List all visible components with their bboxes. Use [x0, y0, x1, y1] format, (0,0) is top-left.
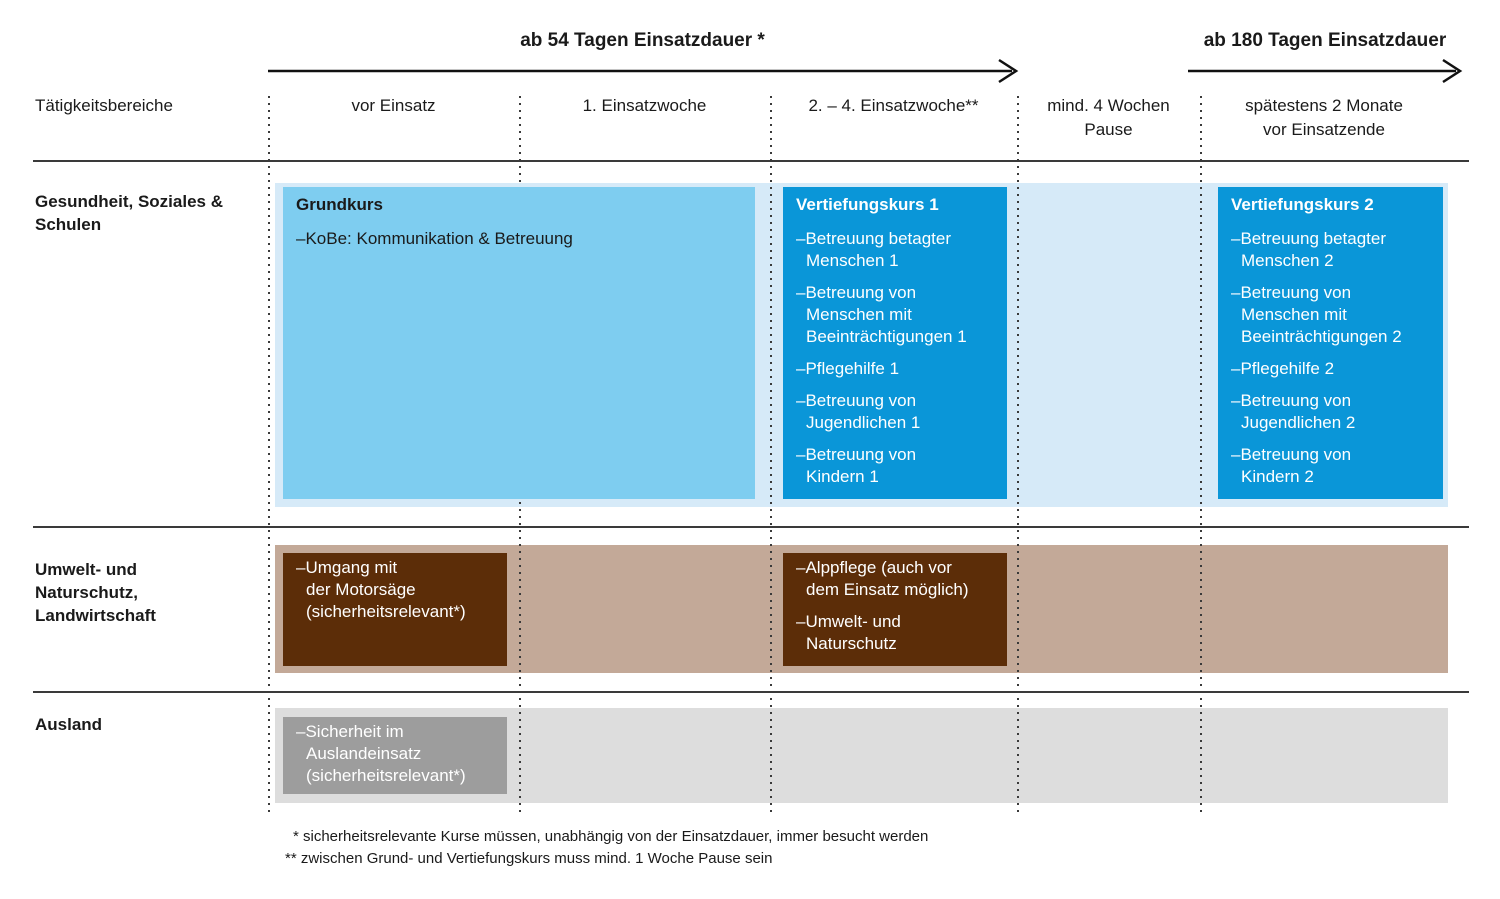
column-header-vor-einsatzende: spätestens 2 Monate vor Einsatzende [1245, 96, 1403, 139]
course-list: –Alppflege (auch vor dem Einsatz möglich… [796, 557, 997, 655]
arrow-1-title: ab 54 Tagen Einsatzdauer * [520, 30, 765, 51]
box-sicherheit-ausland: –Sicherheit im Auslandeinsatz (sicherhei… [283, 717, 507, 794]
column-divider-dotted-line-4 [1017, 96, 1019, 812]
course-item: –Betreuung von Kindern 1 [796, 445, 917, 486]
box-title-vertiefungskurs-2: Vertiefungskurs 2 [1231, 195, 1374, 214]
footnotes: * sicherheitsrelevante Kurse müssen, una… [285, 826, 928, 870]
column-header-pause: mind. 4 Wochen Pause [1047, 96, 1170, 139]
row-label-umwelt: Umwelt- und Naturschutz, Landwirtschaft [35, 560, 156, 625]
column-header-2-4-einsatzwoche: 2. – 4. Einsatzwoche** [808, 96, 979, 115]
course-item: –Umgang mit der Motorsäge (sicherheitsre… [296, 558, 466, 621]
box-grundkurs: Grundkurs –KoBe: Kommunikation & Betreuu… [283, 187, 755, 499]
column-divider-dotted-line-1 [268, 96, 270, 812]
timeline-arrows [268, 58, 1463, 84]
box-title-vertiefungskurs-1: Vertiefungskurs 1 [796, 195, 939, 214]
course-item: –Pflegehilfe 2 [1231, 359, 1335, 378]
course-item: –Betreuung von Menschen mit Beeinträchti… [796, 283, 967, 346]
course-item: –Betreuung betagter Menschen 2 [1231, 229, 1387, 270]
course-item: –Betreuung von Menschen mit Beeinträchti… [1231, 283, 1402, 346]
course-item: –Betreuung von Jugendlichen 1 [796, 391, 921, 432]
box-vertiefungskurs-1: Vertiefungskurs 1 –Betreuung betagter Me… [783, 187, 1007, 499]
column-divider-dotted-line-3 [770, 96, 772, 812]
column-divider-dotted-line-5 [1200, 96, 1202, 812]
row-label-ausland: Ausland [35, 715, 103, 734]
arrow-2-title: ab 180 Tagen Einsatzdauer [1203, 30, 1447, 51]
course-list: –KoBe: Kommunikation & Betreuung [296, 228, 745, 250]
course-list: –Sicherheit im Auslandeinsatz (sicherhei… [296, 721, 497, 787]
separator-line-header [33, 160, 1469, 162]
separator-line-row1 [33, 526, 1469, 528]
course-item: –Betreuung von Kindern 2 [1231, 445, 1352, 486]
course-list: –Betreuung betagter Menschen 1 –Betreuun… [796, 228, 997, 488]
course-list: –Umgang mit der Motorsäge (sicherheitsre… [296, 557, 497, 623]
course-item: –Umwelt- und Naturschutz [796, 612, 901, 653]
column-header-vor-einsatz: vor Einsatz [351, 96, 436, 115]
course-item: –Alppflege (auch vor dem Einsatz möglich… [796, 558, 969, 599]
arrow-1-head-icon [998, 58, 1019, 84]
row-axis-header: Tätigkeitsbereiche [35, 96, 173, 115]
footnote-1: * sicherheitsrelevante Kurse müssen, una… [293, 828, 929, 845]
row-label-gesundheit: Gesundheit, Soziales & Schulen [35, 192, 223, 234]
course-item: –Sicherheit im Auslandeinsatz (sicherhei… [296, 722, 466, 785]
course-list: –Betreuung betagter Menschen 2 –Betreuun… [1231, 228, 1433, 488]
course-item: –Pflegehilfe 1 [796, 359, 900, 378]
box-motorsaege: –Umgang mit der Motorsäge (sicherheitsre… [283, 553, 507, 666]
course-item: –Betreuung betagter Menschen 1 [796, 229, 952, 270]
course-item: –Betreuung von Jugendlichen 2 [1231, 391, 1356, 432]
separator-line-row2 [33, 691, 1469, 693]
course-item: –KoBe: Kommunikation & Betreuung [296, 229, 573, 248]
box-alppflege: –Alppflege (auch vor dem Einsatz möglich… [783, 553, 1007, 666]
footnote-2: ** zwischen Grund- und Vertiefungskurs m… [285, 850, 773, 867]
box-title-grundkurs: Grundkurs [296, 195, 383, 214]
arrow-2-head-icon [1442, 58, 1463, 84]
box-vertiefungskurs-2: Vertiefungskurs 2 –Betreuung betagter Me… [1218, 187, 1443, 499]
column-header-1-einsatzwoche: 1. Einsatzwoche [582, 96, 707, 115]
